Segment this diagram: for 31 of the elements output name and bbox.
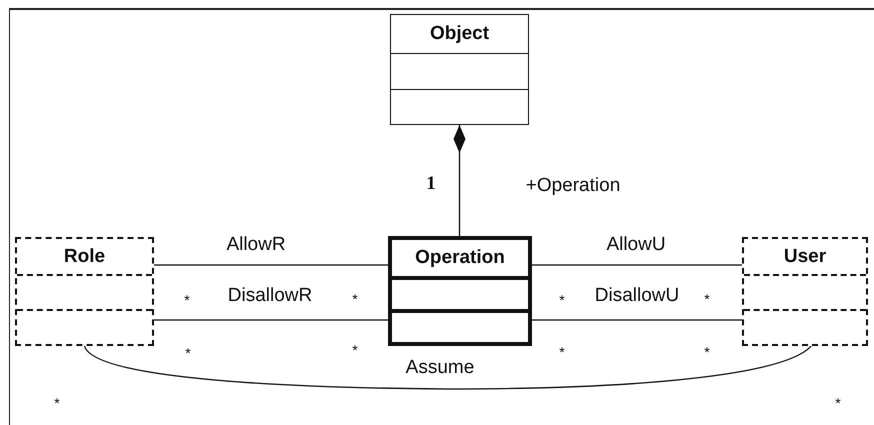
association-line: [84, 345, 812, 390]
composition-connector: [454, 125, 466, 236]
class-box: [388, 236, 532, 346]
multiplicity-label: *: [352, 342, 358, 358]
multiplicity-label: *: [54, 395, 60, 411]
multiplicity-label: 1: [426, 173, 436, 195]
class-name: Role: [64, 246, 106, 268]
multiplicity-label: *: [704, 344, 710, 360]
class-box: [15, 237, 154, 346]
edge-label: AllowR: [226, 234, 286, 256]
class-name: Operation: [415, 247, 505, 269]
edge-label: DisallowU: [594, 285, 680, 307]
class-name: Object: [430, 23, 490, 45]
multiplicity-label: *: [704, 291, 710, 307]
association-line: [154, 264, 388, 266]
multiplicity-label: *: [835, 395, 841, 411]
multiplicity-label: *: [352, 291, 358, 307]
multiplicity-label: *: [559, 292, 565, 308]
multiplicity-label: *: [185, 345, 191, 361]
association-line: [154, 319, 388, 321]
multiplicity-label: *: [184, 292, 190, 308]
class-box: [390, 14, 529, 125]
edge-label: AllowU: [606, 234, 666, 256]
edge-label: Assume: [406, 357, 474, 379]
edge-label: DisallowR: [228, 285, 312, 307]
edge-label: +Operation: [526, 175, 620, 197]
class-name: User: [784, 246, 826, 268]
association-line: [532, 264, 742, 266]
class-box: [742, 237, 868, 346]
multiplicity-label: *: [559, 344, 565, 360]
association-line: [532, 319, 742, 321]
